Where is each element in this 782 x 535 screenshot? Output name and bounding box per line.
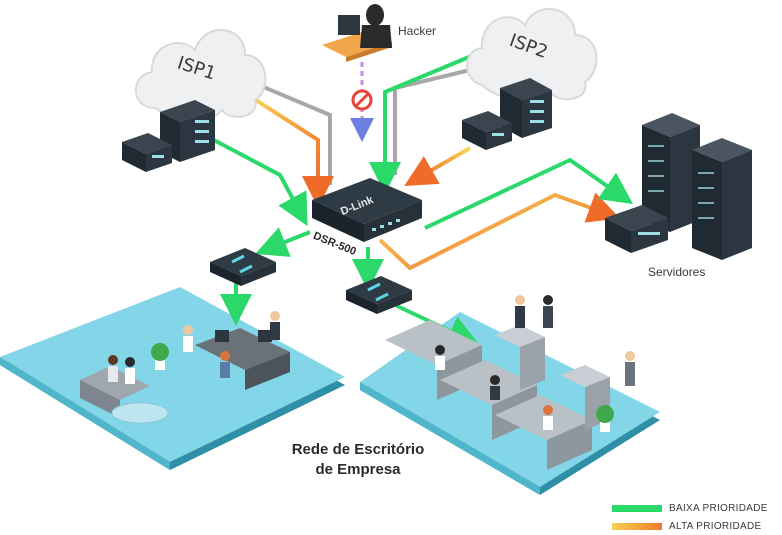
office-title-line2: de Empresa <box>315 461 401 478</box>
legend-swatches <box>612 505 662 530</box>
legend-label-high: ALTA PRIORIDADE <box>669 521 762 532</box>
hacker-label: Hacker <box>398 24 437 38</box>
router-icon <box>312 178 422 242</box>
office-furniture-left <box>80 311 290 424</box>
switch-icon <box>346 276 412 314</box>
blocked-hacker-link <box>350 62 374 142</box>
server-rack-icon <box>605 205 668 253</box>
office-furniture-right <box>385 295 635 470</box>
legend-label-low: BAIXA PRIORIDADE <box>669 503 768 514</box>
server-rack-icon <box>122 133 172 172</box>
plant-icon <box>596 405 614 432</box>
block-icon <box>351 89 373 111</box>
office-title: Rede de Escritório de Empresa <box>283 440 433 480</box>
legend-swatch-low <box>612 505 662 512</box>
switch-icon <box>210 248 276 286</box>
server-rack-icon <box>692 138 752 260</box>
plant-icon <box>151 343 169 370</box>
server-rack-icon <box>500 78 552 138</box>
high-priority-links <box>246 93 621 271</box>
hacker-icon <box>322 4 392 62</box>
server-rack-icon <box>462 111 512 150</box>
servers-label: Servidores <box>648 265 706 279</box>
cloud-icon <box>134 28 267 121</box>
legend-swatch-high <box>612 523 662 530</box>
office-title-line1: Rede de Escritório <box>291 441 425 458</box>
